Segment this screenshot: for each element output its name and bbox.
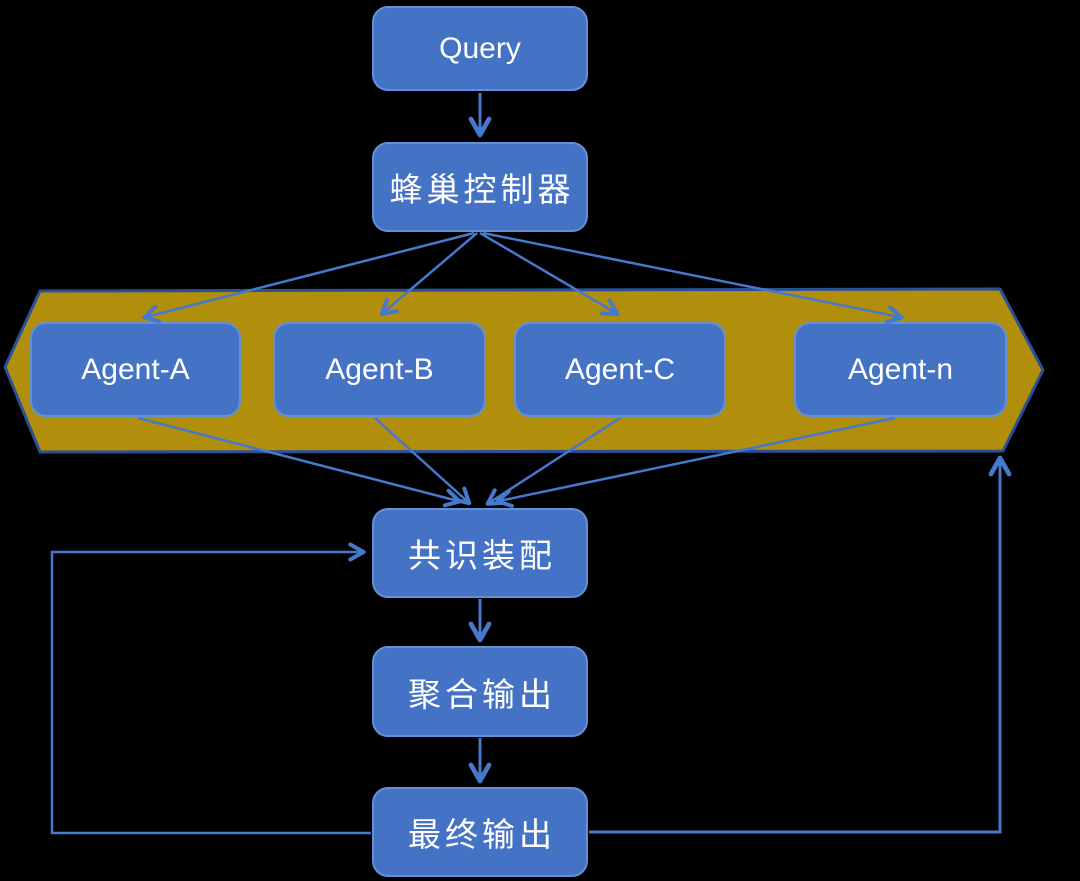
node-agent-b-label: Agent-B <box>325 352 434 386</box>
edge-controller-agent-b <box>379 232 478 317</box>
node-consensus-assembly-label: 共识装配 <box>408 539 556 575</box>
edge-agent-n-consensus <box>495 416 896 508</box>
edge-final-band-feedback <box>589 455 1012 834</box>
edge-controller-agent-c <box>479 231 620 316</box>
node-agent-n: Agent-n <box>794 322 1007 417</box>
edge-controller-agent-n <box>482 231 904 325</box>
edge-agent-a-consensus <box>137 416 462 508</box>
node-aggregate-output-label: 聚合输出 <box>408 677 556 714</box>
node-final-output-label: 最终输出 <box>408 818 556 854</box>
node-agent-c-label: Agent-C <box>564 352 676 386</box>
node-final-output: 最终输出 <box>372 787 588 877</box>
node-agent-a-label: Agent-A <box>81 352 190 386</box>
edge-final-consensus-feedback <box>50 542 371 835</box>
node-query-label: Query <box>439 31 521 65</box>
edge-agent-b-consensus <box>374 417 472 506</box>
node-agent-c: Agent-C <box>514 322 726 417</box>
node-agent-a: Agent-A <box>30 322 241 417</box>
node-hive-controller: 蜂巢控制器 <box>372 142 588 232</box>
node-agent-b: Agent-B <box>273 322 486 417</box>
edge-controller-agent-a <box>142 231 475 324</box>
node-aggregate-output: 聚合输出 <box>372 646 588 737</box>
node-consensus-assembly: 共识装配 <box>372 508 588 598</box>
node-query: Query <box>372 6 588 91</box>
node-agent-n-label: Agent-n <box>847 352 954 386</box>
edge-agent-c-consensus <box>485 416 621 506</box>
node-hive-controller-label: 蜂巢控制器 <box>389 173 575 209</box>
